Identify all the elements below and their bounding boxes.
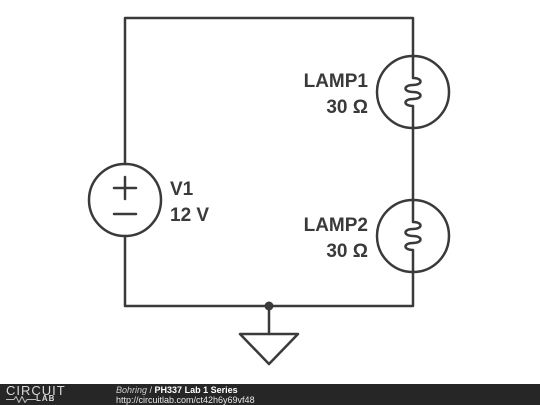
footer-credit-line: Bohring / PH337 Lab 1 Series	[116, 385, 255, 395]
circuitlab-logo[interactable]: CIRCUIT LAB	[6, 383, 94, 404]
footer-info: Bohring / PH337 Lab 1 Series http://circ…	[116, 385, 255, 405]
circuit-schematic: V1 12 V LAMP1 30 Ω LAMP2 30 Ω	[87, 16, 451, 366]
source-name-label: V1	[170, 179, 194, 200]
logo-text-bottom: LAB	[36, 394, 56, 403]
author-name[interactable]: Bohring	[116, 385, 148, 395]
ground-symbol	[238, 332, 300, 366]
footer-bar: CIRCUIT LAB Bohring / PH337 Lab 1 Series…	[0, 383, 540, 405]
wire-bottom	[123, 234, 415, 308]
source-value-label: 12 V	[170, 205, 209, 226]
lamp1-value-label: 30 Ω	[326, 97, 368, 118]
circuit-url[interactable]: http://circuitlab.com/ct42h6y69vf48	[116, 395, 255, 405]
wires	[123, 16, 415, 336]
voltage-source-symbol	[87, 162, 163, 238]
credit-separator: /	[147, 385, 155, 395]
wire-top	[123, 16, 415, 166]
lamp1-name-label: LAMP1	[304, 71, 369, 92]
logo-wire-icon	[6, 396, 36, 403]
lamp2-name-label: LAMP2	[304, 215, 368, 236]
lamp2-value-label: 30 Ω	[326, 241, 368, 262]
lamp2-symbol	[375, 198, 451, 274]
circuit-title[interactable]: PH337 Lab 1 Series	[154, 385, 238, 395]
lamp1-symbol	[375, 54, 451, 130]
logo-text-top: CIRCUIT	[6, 383, 66, 398]
junction-dot	[264, 301, 274, 311]
